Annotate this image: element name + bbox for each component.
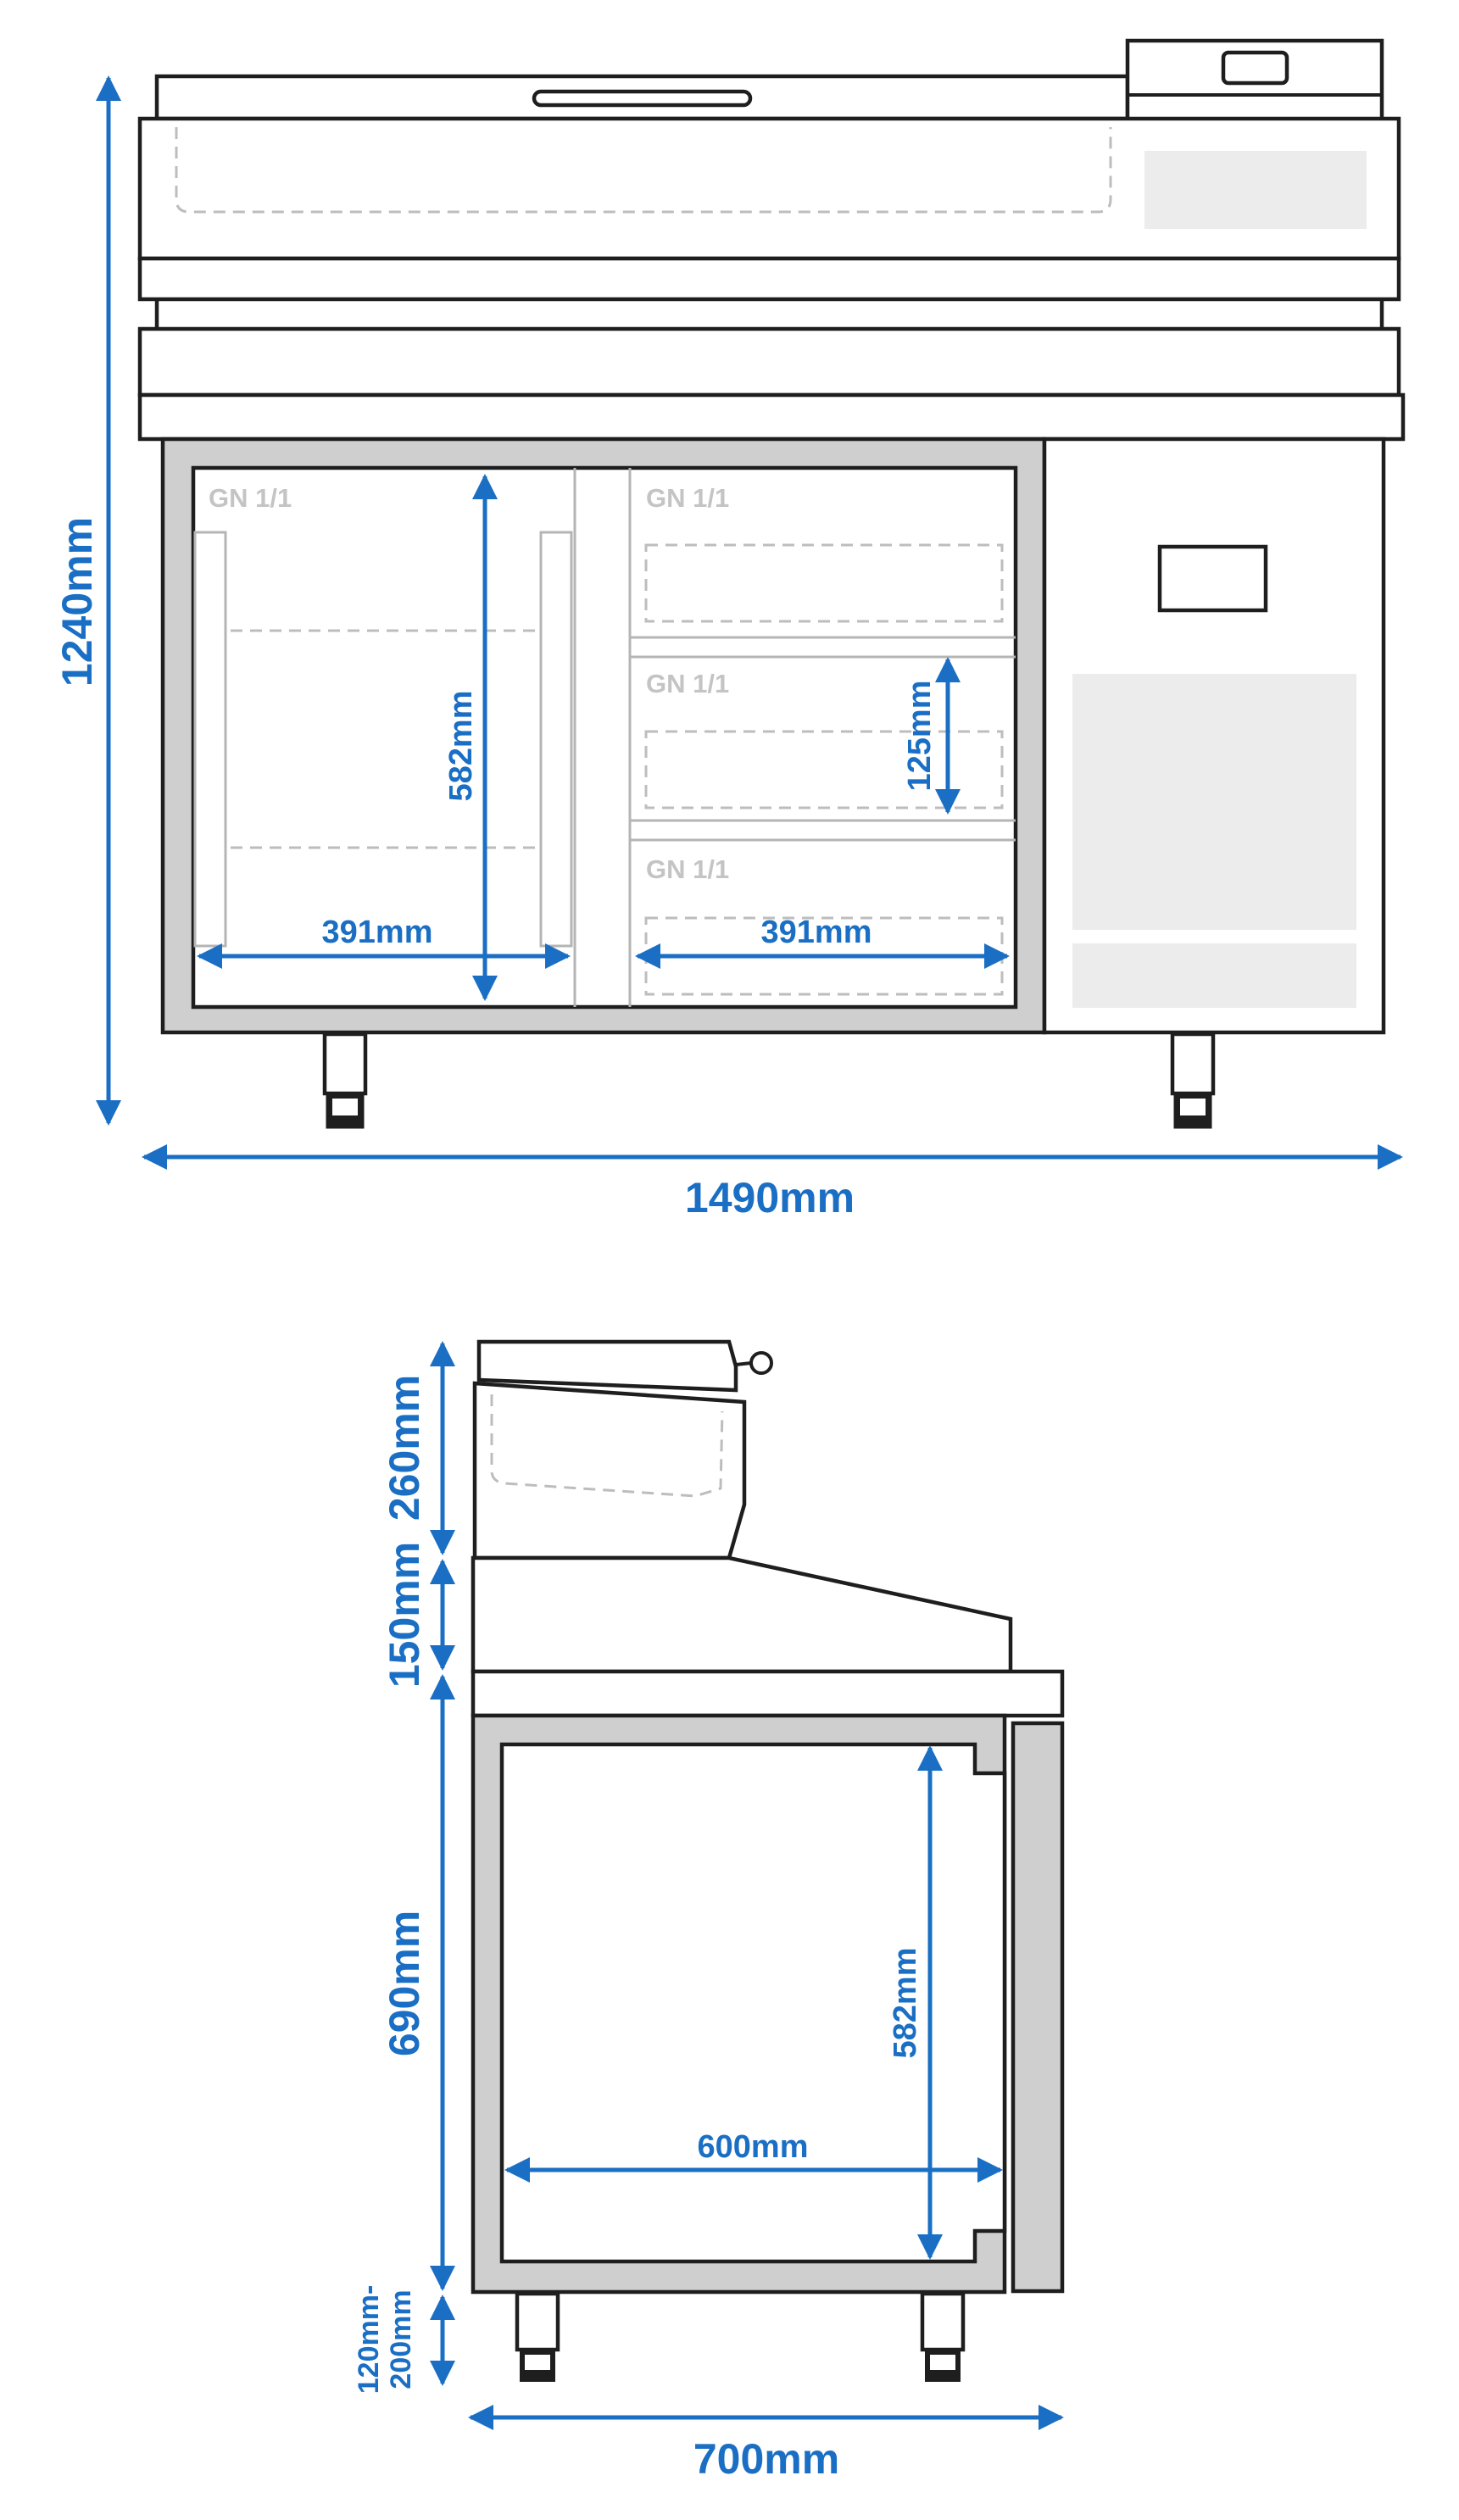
lid-handle (532, 89, 753, 108)
worktop (137, 392, 1406, 442)
gn-label-drawer-1: GN 1/1 (646, 483, 729, 513)
front-leg-left (322, 1032, 368, 1096)
topper-rail (137, 256, 1401, 302)
controller-display (1221, 50, 1289, 86)
side-leg-back (920, 2291, 966, 2352)
dim-label-height-total: 1240mm (53, 517, 101, 687)
gn-label-drawer-3: GN 1/1 (646, 854, 729, 884)
machine-grill-upper (1072, 674, 1356, 930)
topper-front (137, 326, 1401, 398)
side-lid (476, 1339, 738, 1393)
side-door (1011, 1721, 1065, 2294)
dim-label-leg-height-line2: 200mm (385, 2289, 417, 2389)
topper-vent-panel (1144, 151, 1367, 229)
gn-label-drawer-2: GN 1/1 (646, 669, 729, 698)
dim-label-drawer-width: 391mm (761, 915, 872, 950)
front-view: GN 1/1 GN 1/1 GN 1/1 GN 1/1 1240mm 1490m… (53, 38, 1406, 1221)
machine-label-plate (1157, 544, 1268, 613)
dim-label-topper-height: 150mm (381, 1542, 428, 1688)
side-worktop (471, 1669, 1065, 1718)
side-topper (472, 1381, 747, 1560)
topper-pan-outline (175, 127, 1112, 214)
dim-label-side-inner-height: 582mm (888, 1948, 923, 2059)
dim-label-lid-height: 260mm (381, 1375, 428, 1521)
machine-grill-lower (1072, 943, 1356, 1008)
dim-label-cabinet-height: 690mm (381, 1911, 428, 2056)
dim-label-depth-total: 700mm (693, 2435, 839, 2483)
side-topper-pan (490, 1394, 724, 1498)
dim-label-width-total: 1490mm (685, 1174, 855, 1221)
side-cabinet-interior (499, 1742, 1007, 2264)
dim-label-leg-height-line1: 120mm- (353, 2285, 385, 2395)
dim-label-drawer-height: 125mm (902, 681, 938, 792)
door-opening (191, 465, 1018, 1010)
dim-label-inner-depth: 600mm (698, 2129, 809, 2165)
dim-label-inner-height: 582mm (443, 691, 479, 802)
side-leg-front (515, 2291, 560, 2352)
front-leg-right (1170, 1032, 1216, 1096)
side-view: 260mm 150mm 690mm 120mm- 200mm 700mm 600… (353, 1339, 1065, 2483)
side-slope-topper (471, 1555, 1013, 1674)
dim-label-door-width: 391mm (322, 915, 433, 950)
gn-label-left: GN 1/1 (209, 483, 292, 513)
